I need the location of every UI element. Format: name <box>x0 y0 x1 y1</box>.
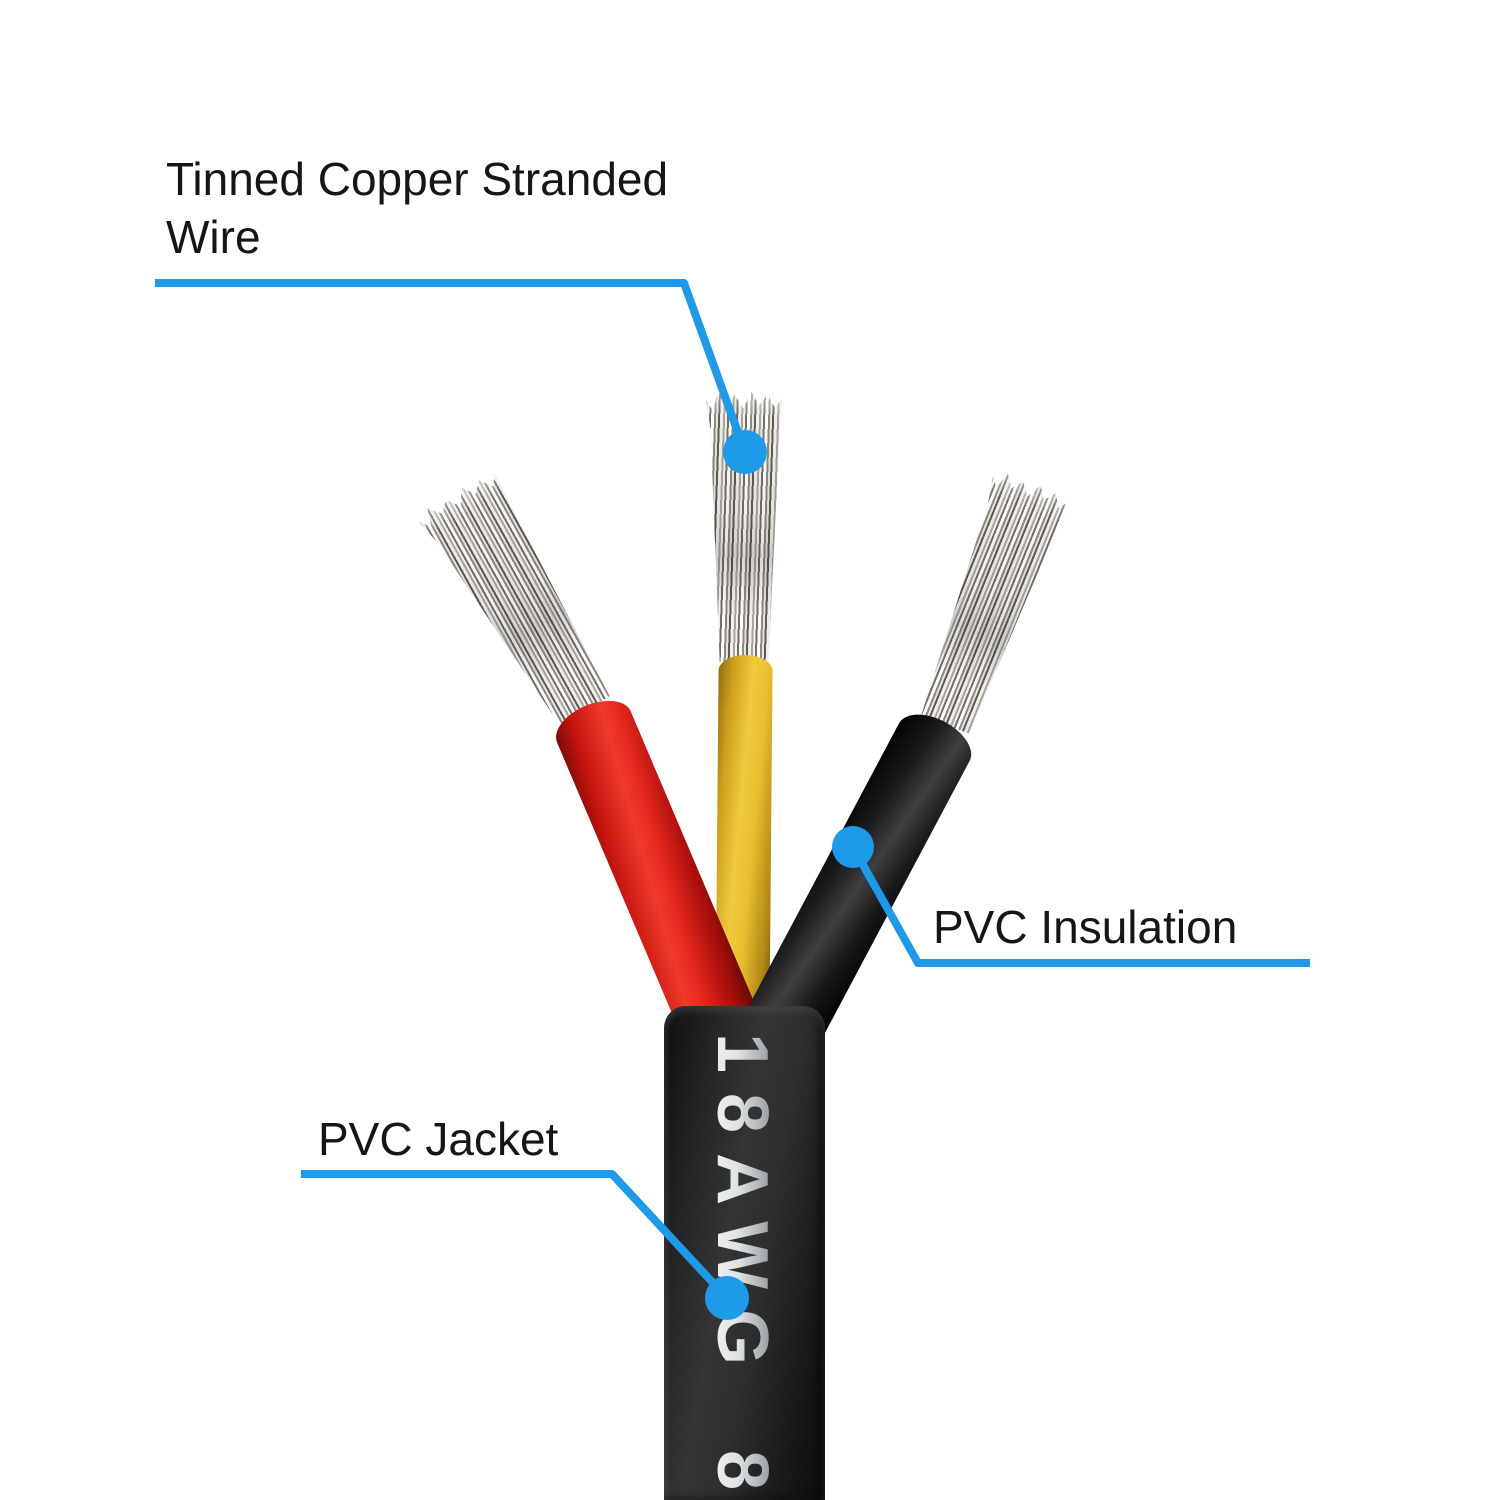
label-pvc-insulation: PVC Insulation <box>933 901 1238 953</box>
callout-dot-pvc-jacket <box>705 1276 749 1320</box>
callout-dot-stranded-wire <box>723 430 767 474</box>
cable-jacket <box>664 1006 825 1500</box>
callout-line-pvc-jacket <box>301 1170 730 1301</box>
label-pvc-jacket: PVC Jacket <box>318 1113 559 1165</box>
callout-line-pvc-insulation <box>849 845 1310 967</box>
label-tinned-copper-stranded-wire: Tinned Copper Stranded Wire <box>166 153 669 263</box>
callout-line-stranded-wire <box>155 279 749 454</box>
callout-dot-pvc-insulation <box>832 826 874 868</box>
